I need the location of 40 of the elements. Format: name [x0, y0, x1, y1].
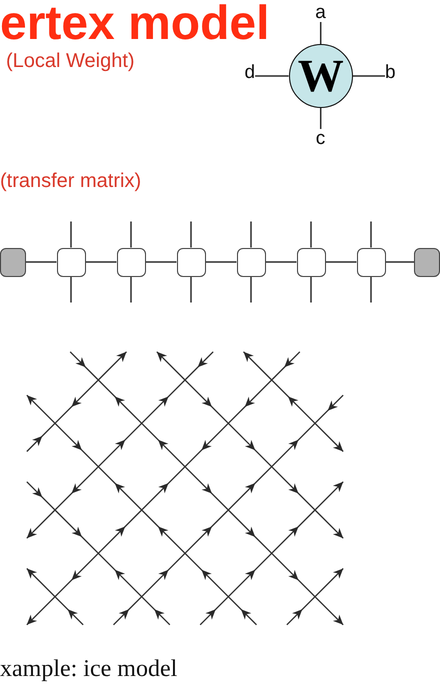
- tensor-box: [356, 248, 386, 276]
- annotation-label: (transfer matrix): [0, 170, 142, 193]
- connector-line: [352, 75, 385, 77]
- leg-line: [370, 276, 372, 302]
- leg-label: c: [316, 129, 326, 148]
- connector-line: [255, 75, 289, 77]
- leg-line: [130, 222, 132, 248]
- leg-line: [190, 276, 192, 302]
- connector-line: [320, 22, 322, 44]
- end-tensor-box: [414, 248, 440, 276]
- leg-label: a: [315, 3, 326, 22]
- caption-text: xample: ice model: [0, 656, 178, 684]
- leg-line: [190, 222, 192, 248]
- leg-line: [130, 276, 132, 302]
- tensor-box: [176, 248, 206, 276]
- connector-line: [26, 261, 56, 263]
- connector-line: [86, 261, 116, 263]
- leg-line: [310, 276, 312, 302]
- tensor-box: [116, 248, 146, 276]
- end-tensor-box: [0, 248, 26, 276]
- tensor-box: [56, 248, 86, 276]
- connector-line: [206, 261, 236, 263]
- leg-line: [70, 222, 72, 248]
- connector-line: [320, 108, 322, 129]
- connector-line: [326, 261, 356, 263]
- vertex-circle: W: [288, 44, 353, 108]
- leg-label: b: [385, 63, 396, 82]
- annotation-label: (Local Weight): [6, 50, 135, 73]
- leg-line: [70, 276, 72, 302]
- leg-line: [250, 222, 252, 248]
- slide-title: ertex model: [0, 0, 270, 48]
- connector-line: [146, 261, 176, 263]
- leg-line: [310, 222, 312, 248]
- connector-line: [386, 261, 414, 263]
- leg-label: d: [244, 63, 256, 82]
- leg-line: [370, 222, 372, 248]
- connector-line: [266, 261, 296, 263]
- tensor-box: [296, 248, 326, 276]
- tensor-box: [236, 248, 266, 276]
- leg-line: [250, 276, 252, 302]
